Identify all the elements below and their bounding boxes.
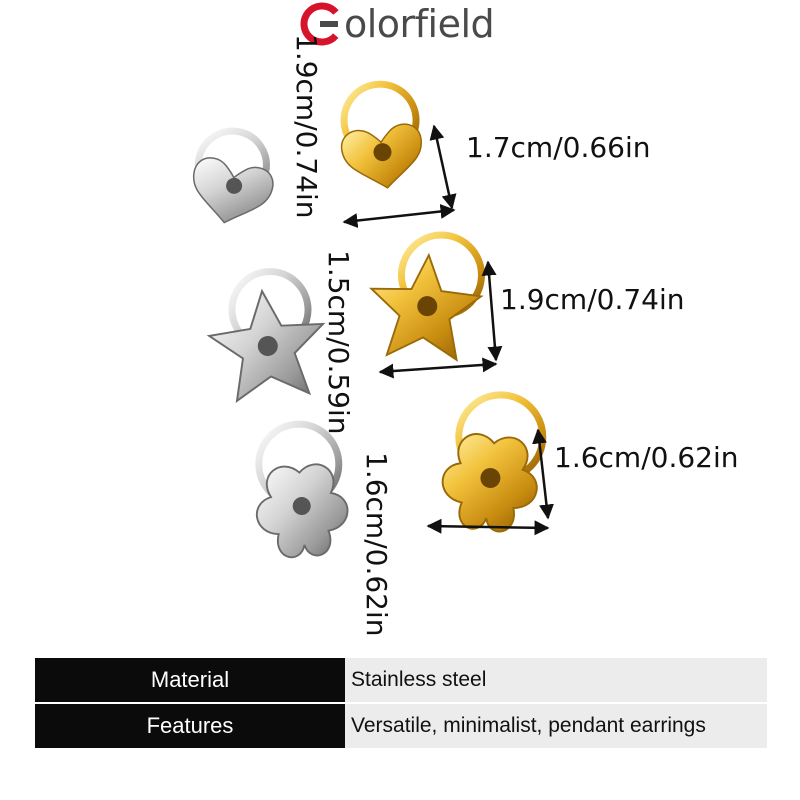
dim-label-silver-heart: 1.9cm/0.74in	[290, 34, 323, 219]
gold-flower-earring	[436, 391, 547, 536]
spec-value: Versatile, minimalist, pendant earrings	[345, 704, 767, 748]
gold-star-earring	[365, 231, 485, 363]
dim-label-silver-flower: 1.6cm/0.62in	[360, 452, 393, 637]
spec-label: Features	[35, 704, 345, 748]
silver-flower-earring	[252, 420, 352, 561]
silver-star-earring	[204, 268, 332, 405]
dim-label-gold-flower: 1.6cm/0.62in	[554, 441, 739, 474]
dim-label-gold-star: 1.9cm/0.74in	[500, 283, 685, 316]
spec-label: Material	[35, 658, 345, 702]
dim-label-gold-heart: 1.7cm/0.66in	[466, 131, 651, 164]
brand-logo: olorfield	[300, 2, 495, 46]
colorfield-logo-mark-icon	[300, 2, 344, 46]
spec-value: Stainless steel	[345, 658, 767, 702]
dim-label-silver-star: 1.5cm/0.59in	[322, 250, 355, 435]
measurement-arrows	[342, 124, 554, 536]
brand-name: olorfield	[344, 2, 495, 46]
spec-row-features: Features Versatile, minimalist, pendant …	[35, 704, 767, 748]
silver-heart-earring	[184, 127, 277, 232]
gold-heart-earring	[338, 80, 428, 195]
spec-row-material: Material Stainless steel	[35, 658, 767, 702]
product-illustration	[184, 80, 554, 561]
